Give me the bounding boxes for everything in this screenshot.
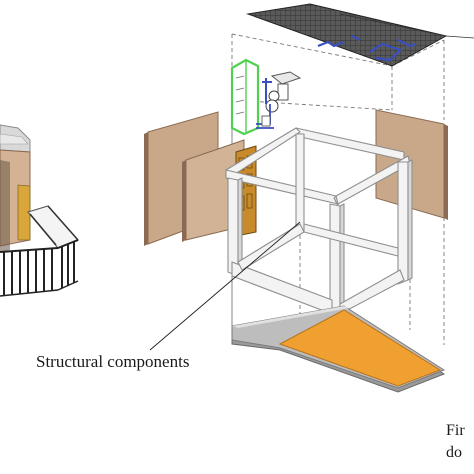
floor-slab <box>231 305 446 393</box>
wall-panels <box>144 109 448 246</box>
roof-piping <box>317 35 417 62</box>
structural-components-label: Structural components <box>36 352 190 371</box>
caption-fragment-line-1: Fir <box>446 422 465 439</box>
sink-icon <box>256 71 302 129</box>
structural-leader-line <box>149 221 301 351</box>
caption-fragment-line-2: do <box>446 444 462 461</box>
water-heater-icon <box>230 58 260 136</box>
roof-panel <box>246 3 474 67</box>
balcony-railing-icon <box>0 205 79 297</box>
house-module-icon <box>0 124 31 252</box>
